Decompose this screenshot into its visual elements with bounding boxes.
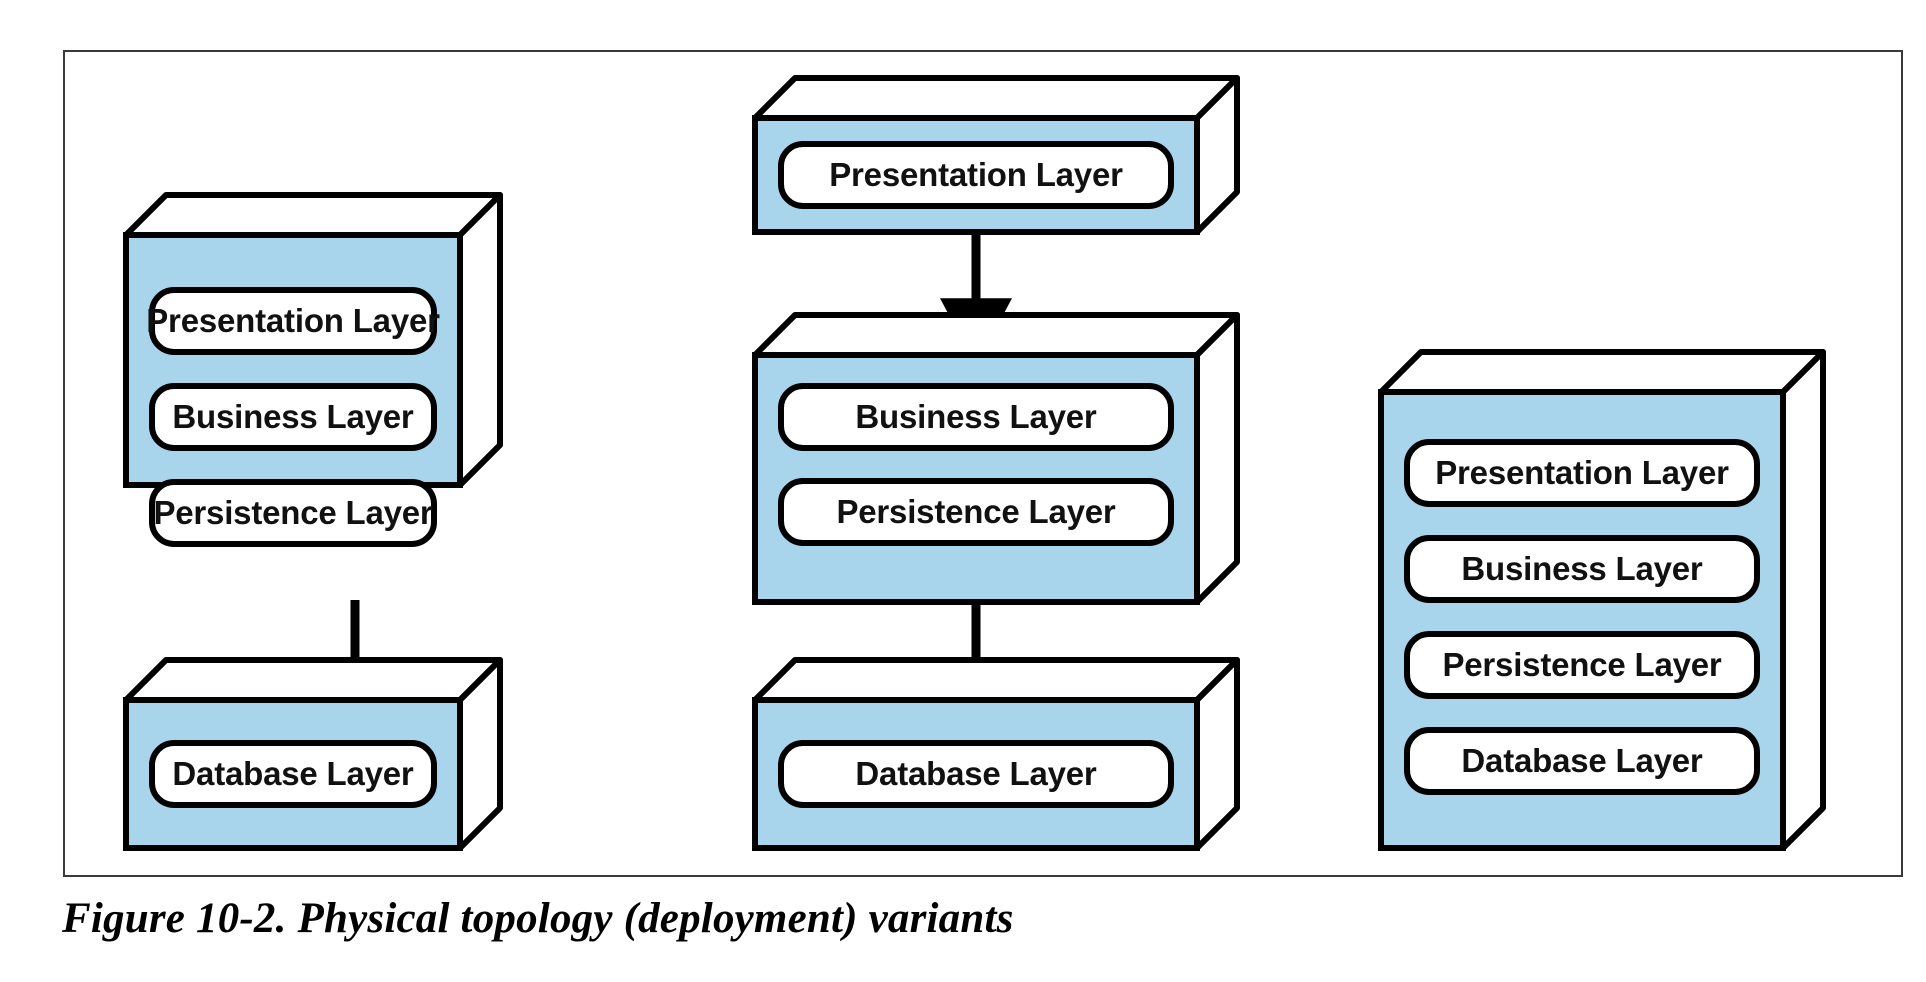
- layer-pill-persistence[interactable]: [149, 479, 437, 547]
- figure-caption: Figure 10-2. Physical topology (deployme…: [62, 895, 1014, 942]
- node-top-face: [752, 75, 1240, 121]
- node-top-face: [1378, 349, 1826, 395]
- layer-pill-database[interactable]: [778, 740, 1174, 808]
- node-top-face: [752, 312, 1240, 358]
- node-v2-n1[interactable]: [752, 75, 1240, 235]
- layer-pill-business[interactable]: [149, 383, 437, 451]
- layer-pill-business[interactable]: [1404, 535, 1760, 603]
- layer-pill-persistence[interactable]: [778, 478, 1174, 546]
- node-top-face: [123, 192, 503, 238]
- layer-pill-database[interactable]: [149, 740, 437, 808]
- node-side-face: [1194, 312, 1240, 605]
- layer-pill-business[interactable]: [778, 383, 1174, 451]
- layer-pill-database[interactable]: [1404, 727, 1760, 795]
- node-v2-n3[interactable]: [752, 657, 1240, 851]
- layer-pill-presentation[interactable]: [778, 141, 1174, 209]
- node-side-face: [1780, 349, 1826, 851]
- layer-pill-presentation[interactable]: [1404, 439, 1760, 507]
- layer-pill-persistence[interactable]: [1404, 631, 1760, 699]
- node-v1-n2[interactable]: [123, 657, 503, 851]
- node-top-face: [752, 657, 1240, 703]
- node-v1-n1[interactable]: [123, 192, 503, 547]
- node-v2-n2[interactable]: [752, 312, 1240, 605]
- layer-pill-presentation[interactable]: [149, 287, 437, 355]
- node-top-face: [123, 657, 503, 703]
- node-v3-n1[interactable]: [1378, 349, 1826, 851]
- node-side-face: [457, 192, 503, 488]
